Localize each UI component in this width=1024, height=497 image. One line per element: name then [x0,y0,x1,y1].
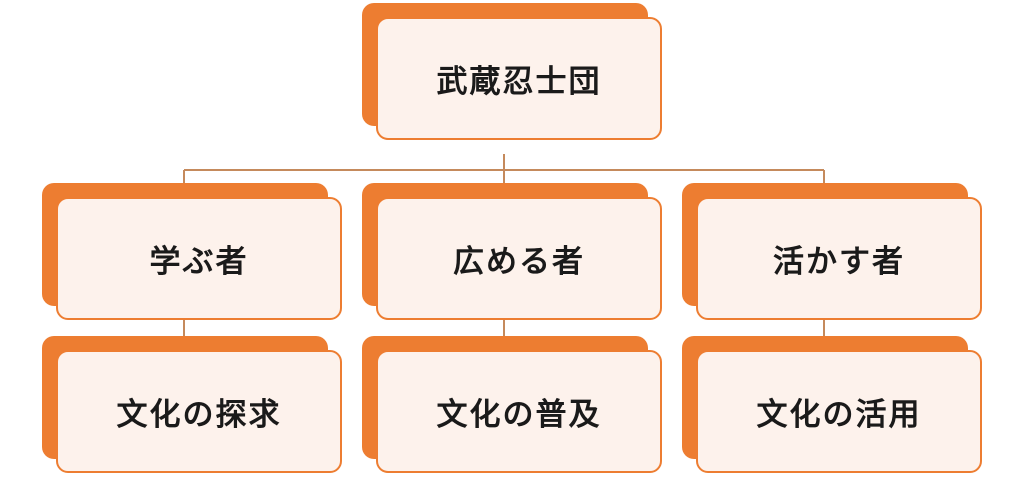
branch-node-card: 活かす者 [696,197,982,320]
leaf-node-label: 文化の探求 [116,397,282,433]
branch-node-card: 広める者 [376,197,662,320]
leaf-node-label: 文化の活用 [756,397,922,433]
branch-node-card: 学ぶ者 [56,197,342,320]
branch-node-label: 学ぶ者 [149,244,249,280]
branch-node-label: 広める者 [453,244,585,280]
leaf-node-card: 文化の普及 [376,350,662,473]
branch-node-label: 活かす者 [773,244,905,280]
leaf-node-label: 文化の普及 [436,397,602,433]
root-node-card: 武蔵忍士団 [376,17,662,140]
leaf-node-card: 文化の活用 [696,350,982,473]
leaf-node-card: 文化の探求 [56,350,342,473]
root-node-label: 武蔵忍士団 [436,64,602,100]
